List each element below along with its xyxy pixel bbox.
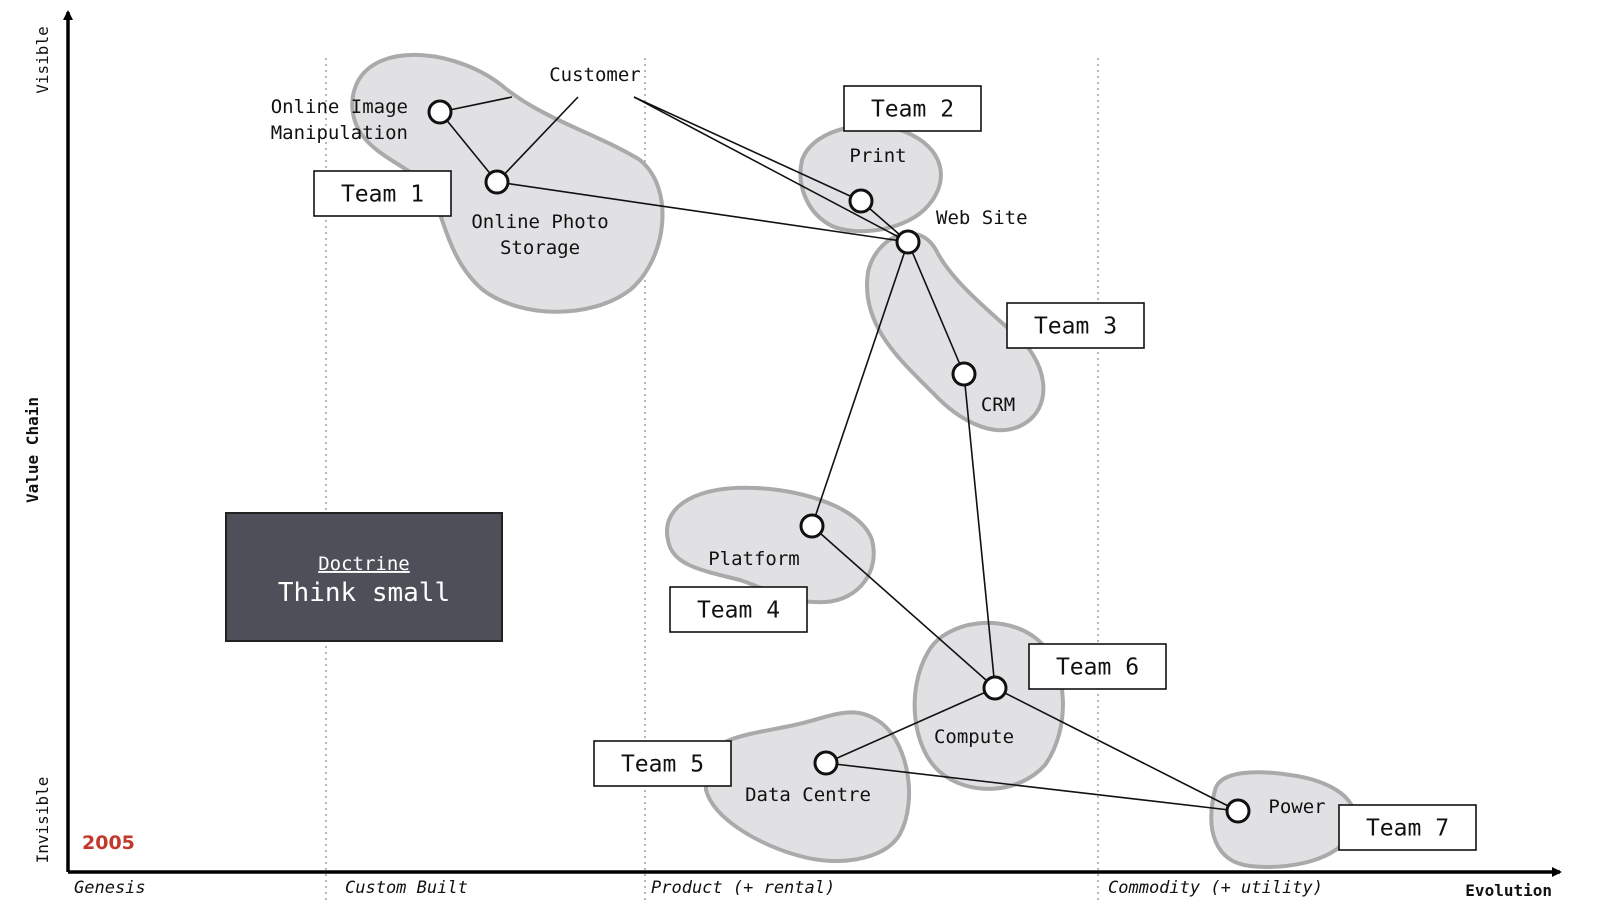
link-customer-website [633, 96, 909, 243]
component-node[interactable] [813, 750, 839, 776]
component-power[interactable]: Power [1225, 796, 1326, 824]
component-node[interactable] [895, 229, 921, 255]
team2-label: Team 2 [843, 85, 982, 132]
team1-label: Team 1 [313, 170, 452, 217]
component-node[interactable] [427, 99, 453, 125]
component-label: CRM [981, 394, 1015, 416]
y-axis-bottom-label: Invisible [33, 777, 52, 864]
component-print[interactable]: Print [848, 145, 907, 214]
link-crm-compute [963, 373, 996, 689]
component-customer[interactable]: Customer [549, 64, 641, 86]
team-name: Team 4 [697, 598, 780, 624]
team-4-area [664, 485, 876, 605]
dependency-links [439, 96, 1239, 812]
team7-label: Team 7 [1338, 804, 1477, 851]
stage-label-genesis: Genesis [74, 878, 146, 898]
team-3-area [864, 231, 1046, 433]
component-label: Data Centre [745, 784, 871, 806]
doctrine-text: Think small [278, 578, 450, 608]
component-node[interactable] [799, 513, 825, 539]
component-label: Web Site [936, 207, 1028, 229]
component-label: Print [849, 145, 906, 167]
component-label: Customer [549, 64, 641, 86]
team-name: Team 6 [1056, 655, 1139, 681]
team-name: Team 1 [341, 182, 424, 208]
team6-label: Team 6 [1028, 643, 1167, 690]
stage-label-commodity: Commodity (+ utility) [1108, 878, 1323, 898]
link-compute-power [994, 687, 1239, 812]
team-name: Team 3 [1034, 314, 1117, 340]
component-label: Platform [708, 548, 800, 570]
team-6-area [912, 620, 1065, 791]
team-box [313, 170, 452, 217]
doctrine-background [225, 512, 503, 642]
component-node[interactable] [1225, 798, 1251, 824]
doctrine-heading: Doctrine [318, 553, 410, 575]
team-labels: Team 1 Team 2 Team 3 Team 4 Team 5 Team 6 Team… [313, 85, 1477, 851]
team-box [669, 586, 808, 633]
team3-label: Team 3 [1006, 302, 1145, 349]
component-node[interactable] [951, 361, 977, 387]
stage-label-product: Product (+ rental) [651, 878, 835, 898]
team-box [1006, 302, 1145, 349]
link-compute-datacentre [825, 687, 996, 764]
component-crm[interactable]: CRM [951, 361, 1015, 416]
team5-label: Team 5 [593, 740, 732, 787]
team-box [593, 740, 732, 787]
team-2-area [798, 123, 943, 234]
link-customer-photo [496, 96, 579, 183]
team-box [843, 85, 982, 132]
year-label: 2005 [82, 832, 135, 854]
team-box [1028, 643, 1167, 690]
component-compute[interactable]: Compute [934, 675, 1014, 748]
component-node[interactable] [848, 188, 874, 214]
component-label: Power [1268, 796, 1325, 818]
component-node[interactable] [484, 169, 510, 195]
x-axis-title: Evolution [1465, 881, 1552, 900]
component-website[interactable]: Web Site [895, 207, 1028, 255]
link-website-crm [907, 241, 965, 375]
stage-label-custom-built: Custom Built [345, 878, 468, 898]
link-platform-compute [811, 525, 996, 689]
component-datacentre[interactable]: Data Centre [745, 750, 871, 806]
team-name: Team 5 [621, 752, 704, 778]
link-photo-website [496, 181, 909, 243]
link-datacentre-power [825, 762, 1239, 812]
link-image-photo [439, 111, 498, 183]
link-website-platform [811, 241, 909, 527]
team-box [1338, 804, 1477, 851]
team-name: Team 2 [871, 97, 954, 123]
component-node[interactable] [982, 675, 1008, 701]
team4-label: Team 4 [669, 586, 808, 633]
component-label: Compute [934, 726, 1014, 748]
team-name: Team 7 [1366, 816, 1449, 842]
y-axis-title: Value Chain [23, 397, 42, 503]
link-customer-print [633, 96, 862, 202]
y-axis-top-label: Visible [33, 26, 52, 93]
doctrine-box: Doctrine Think small [225, 512, 503, 642]
component-platform[interactable]: Platform [708, 513, 825, 570]
